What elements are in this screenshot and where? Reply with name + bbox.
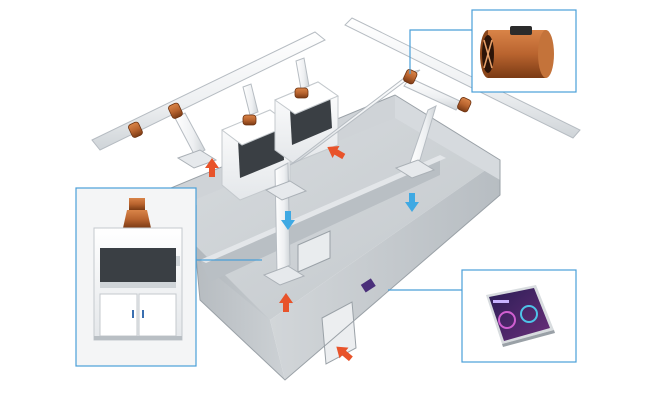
diffuser-floor xyxy=(262,265,306,286)
fume-hood-1 xyxy=(221,109,291,201)
damper-1 xyxy=(128,121,143,138)
drop-duct-hood-1 xyxy=(242,83,259,116)
callout-airflow-damper xyxy=(471,9,577,93)
callout-fume-hood xyxy=(75,187,197,367)
leader-damper xyxy=(409,29,472,74)
main-duct-left xyxy=(91,31,326,151)
room-partition-top xyxy=(200,155,446,263)
drop-duct-hood-2 xyxy=(295,57,310,90)
room-wall-back-right xyxy=(395,95,500,180)
supply-arrow-right xyxy=(405,193,419,212)
diffuser-center xyxy=(264,180,308,201)
exhaust-arrow-door xyxy=(336,346,353,362)
supply-duct-right xyxy=(409,105,437,164)
wall-sign xyxy=(360,278,376,293)
room-edge-lines xyxy=(129,94,501,381)
damper-5 xyxy=(403,69,418,85)
exhaust-arrow-hood xyxy=(327,145,346,160)
duct-to-floor xyxy=(289,69,421,166)
tablet-icon xyxy=(486,285,555,347)
crossbar-duct xyxy=(403,77,463,111)
diffuser-right xyxy=(394,159,436,179)
damper-4 xyxy=(294,87,309,99)
damper-2 xyxy=(168,102,183,119)
callout-control-panel xyxy=(461,269,577,363)
valve-icon xyxy=(480,26,554,78)
fume-hood-detail xyxy=(93,198,183,341)
damper-6 xyxy=(457,97,472,113)
main-duct-right xyxy=(344,17,581,139)
room-wall-front-left xyxy=(195,245,285,380)
partition-door xyxy=(297,230,331,273)
exhaust-arrows xyxy=(205,145,353,362)
drop-duct-left xyxy=(174,112,206,157)
supply-arrows xyxy=(281,193,419,230)
damper-3 xyxy=(242,114,257,126)
duct-dampers xyxy=(128,69,472,138)
ceiling-diffusers xyxy=(176,149,436,286)
supply-arrow-center xyxy=(281,211,295,230)
exhaust-arrow-left xyxy=(205,158,219,177)
exhaust-arrow-floor xyxy=(279,293,293,312)
diffuser-left xyxy=(176,149,218,169)
